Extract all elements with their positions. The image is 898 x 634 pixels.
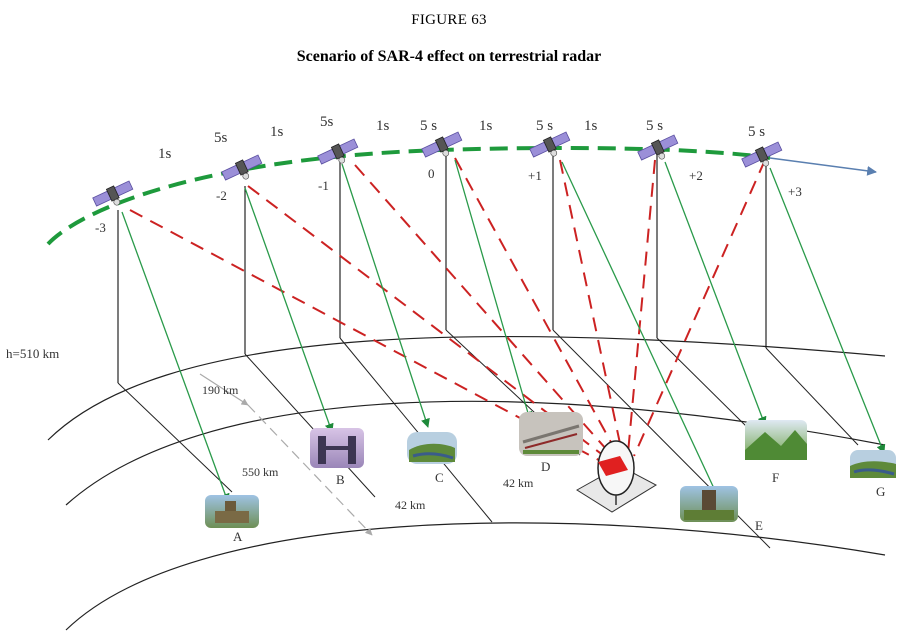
site-label-e: E <box>755 518 763 533</box>
satellite-icon <box>637 134 679 161</box>
imaging-beams <box>121 159 886 503</box>
nadir-lines <box>117 150 767 383</box>
interference-line+3 <box>633 159 766 457</box>
site-label-a: A <box>233 529 243 544</box>
position-label: 0 <box>428 166 435 181</box>
imaging-beam-e <box>561 161 719 498</box>
time-label: 5s <box>320 114 334 130</box>
position-label: -2 <box>216 188 227 203</box>
distance-markers <box>199 373 373 536</box>
distance-190-line <box>199 373 249 406</box>
track-f <box>656 337 751 431</box>
site-labels: A B C D E F G <box>233 459 885 544</box>
site-label-d: D <box>541 459 550 474</box>
satellite-icon <box>92 180 134 207</box>
time-label: 1s <box>479 118 493 134</box>
radar-emitter <box>598 456 628 476</box>
satellite-icons <box>92 131 783 207</box>
site-thumbnail-g <box>850 450 896 478</box>
time-label: 5 s <box>420 118 437 134</box>
orbit-path <box>46 146 771 246</box>
site-label-g: G <box>876 484 885 499</box>
distance-42-label: 42 km <box>395 498 426 512</box>
site-label-f: F <box>772 470 779 485</box>
time-label: 1s <box>158 146 172 162</box>
orbit-direction-arrow <box>769 157 877 176</box>
time-label: 1s <box>376 118 390 134</box>
position-label: -1 <box>318 178 329 193</box>
interference-line+2 <box>627 159 656 454</box>
track-c <box>339 337 493 523</box>
position-label: +3 <box>788 184 802 199</box>
distance-190-label: 190 km <box>202 383 239 397</box>
position-label: +2 <box>689 168 703 183</box>
time-label: 1s <box>584 118 598 134</box>
interference-lines <box>129 157 766 467</box>
site-label-c: C <box>435 470 444 485</box>
site-label-b: B <box>336 472 345 487</box>
arc-middle <box>65 400 886 506</box>
arc-outer <box>47 335 886 441</box>
distance-42-label: 42 km <box>503 476 534 490</box>
satellite-icon <box>221 154 263 181</box>
site-thumbnail-a <box>205 495 259 528</box>
satellite-icon <box>317 138 359 165</box>
interference-line-1 <box>354 164 615 459</box>
imaging-beam-f <box>664 161 767 426</box>
track-b <box>244 353 376 498</box>
time-label: 5 s <box>646 118 663 134</box>
ground-track-lines <box>117 329 859 549</box>
site-thumbnail-d <box>519 412 583 456</box>
satellite-icon <box>421 131 463 158</box>
time-label: 5s <box>214 130 228 146</box>
arc-inner <box>65 522 886 631</box>
time-labels: 1s 5s 1s 5s 1s 5 s 1s 5 s 1s 5 s 5 s <box>158 114 765 162</box>
position-label: +1 <box>528 168 542 183</box>
track-g <box>765 347 859 446</box>
satellite-icon <box>529 131 571 158</box>
imaging-beam-b <box>244 187 334 433</box>
height-label: h=510 km <box>6 346 59 361</box>
interference-line+1 <box>559 159 623 454</box>
interference-line0 <box>454 157 619 456</box>
distance-550-line <box>247 404 373 536</box>
position-label: -3 <box>95 220 106 235</box>
time-label: 1s <box>270 124 284 140</box>
figure-number: FIGURE 63 <box>411 12 487 28</box>
imaging-beam-a <box>121 211 230 503</box>
site-thumbnail-b <box>310 428 364 468</box>
imaging-beam-c <box>341 163 430 428</box>
site-thumbnail-f <box>745 420 807 460</box>
imaging-beam-d <box>454 159 533 421</box>
imaging-beam-g <box>769 167 886 454</box>
figure-title: Scenario of SAR-4 effect on terrestrial … <box>296 48 602 65</box>
site-thumbnail-c <box>407 432 457 464</box>
terrestrial-radar <box>576 440 658 513</box>
site-thumbnail-e <box>680 486 738 522</box>
track-a <box>117 382 233 493</box>
distance-550-label: 550 km <box>242 465 279 479</box>
position-labels: -3 -2 -1 0 +1 +2 +3 <box>95 166 802 235</box>
time-label: 5 s <box>748 124 765 140</box>
time-label: 5 s <box>536 118 553 134</box>
earth-surface-arcs <box>47 335 886 631</box>
satellite-icon <box>741 141 783 168</box>
